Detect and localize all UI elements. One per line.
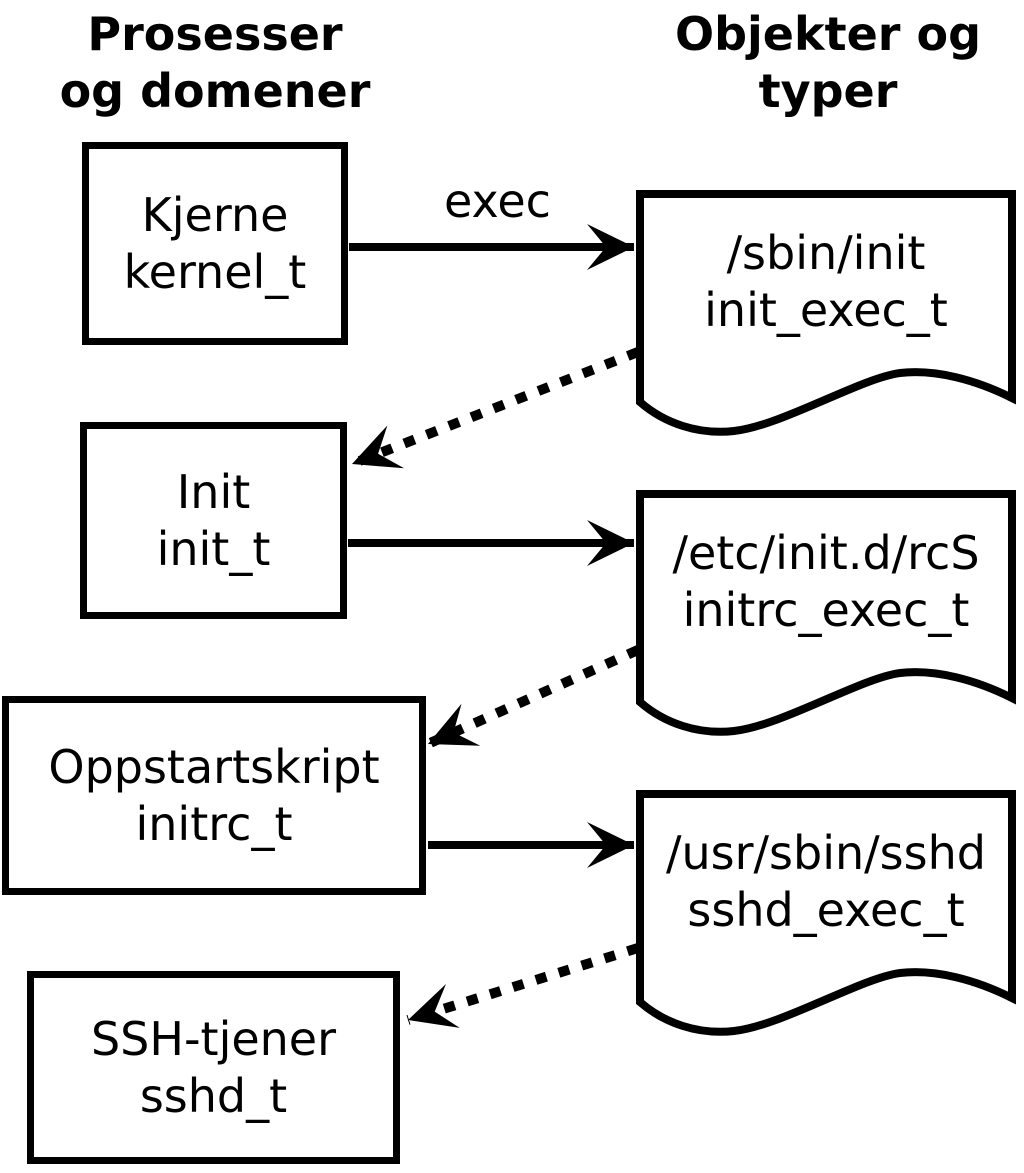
process-domain-type: initrc_t (135, 796, 293, 851)
document-shapes (636, 190, 1016, 1036)
object-document-initrc-exec: /etc/init.d/rcS initrc_exec_t (636, 490, 1016, 674)
column-header-objects: Objekter og typer (628, 6, 1024, 120)
process-name: Oppstartskript (48, 739, 380, 794)
object-type: initrc_exec_t (682, 583, 970, 637)
column-header-processes-line1: Prosesser (87, 7, 343, 61)
object-path: /usr/sbin/sshd (666, 826, 986, 880)
process-box-initrc: Oppstartskript initrc_t (2, 696, 426, 895)
object-document-sshd-exec: /usr/sbin/sshd sshd_exec_t (636, 790, 1016, 974)
process-box-init: Init init_t (80, 422, 347, 619)
edge-label-exec: exec (444, 174, 551, 228)
document-shape-init-exec (636, 190, 1016, 436)
object-type: sshd_exec_t (687, 883, 965, 937)
column-header-processes-line2: og domener (59, 64, 371, 118)
transition-arrow-sshd-exec-to-sshd (406, 943, 640, 1028)
process-box-kernel: Kjerne kernel_t (82, 142, 348, 345)
column-header-processes: Prosesser og domener (15, 6, 415, 120)
document-shape-sshd-exec (636, 790, 1016, 1036)
object-document-init-exec: /sbin/init init_exec_t (636, 190, 1016, 374)
process-name: Kjerne (141, 187, 289, 242)
column-header-objects-line2: typer (758, 64, 898, 118)
object-type: init_exec_t (704, 283, 948, 337)
connector-arrows (348, 224, 641, 1028)
object-path: /sbin/init (726, 226, 926, 280)
process-domain-type: sshd_t (139, 1068, 288, 1123)
process-box-sshd: SSH-tjener sshd_t (27, 971, 400, 1164)
document-shape-initrc-exec (636, 490, 1016, 736)
process-domain-type: init_t (156, 521, 271, 576)
column-header-objects-line1: Objekter og (674, 7, 981, 61)
process-name: SSH-tjener (90, 1011, 337, 1066)
object-path: /etc/init.d/rcS (672, 526, 980, 580)
transition-arrow-init-exec-to-init (350, 347, 640, 469)
process-name: Init (176, 464, 251, 519)
transition-arrow-initrc-exec-to-initrc (425, 645, 641, 749)
process-domain-type: kernel_t (123, 244, 307, 299)
